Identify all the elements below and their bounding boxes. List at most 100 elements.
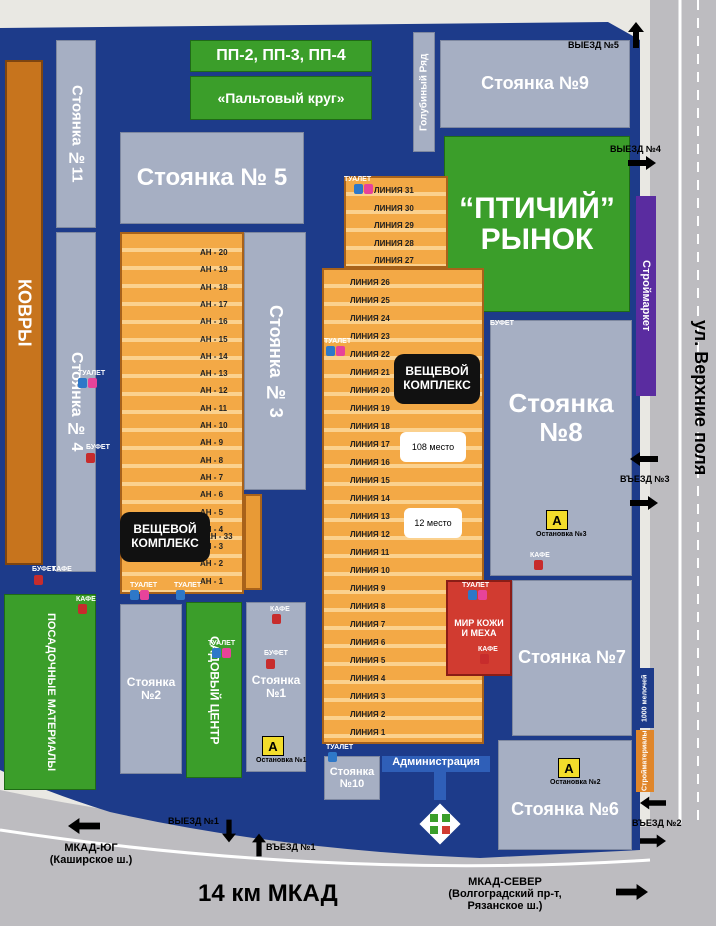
- toilet-icon[interactable]: [212, 648, 221, 658]
- toilet-label: ТУАЛЕТ: [78, 370, 106, 377]
- toilet-label: ТУАЛЕТ: [130, 582, 158, 589]
- arrow-down-icon: [222, 819, 236, 843]
- pp-block[interactable]: ПП-2, ПП-3, ПП-4: [190, 40, 372, 72]
- parking-8[interactable]: Стоянка №8: [490, 320, 632, 576]
- liniya-row-label: ЛИНИЯ 3: [350, 692, 386, 701]
- cafe-icon[interactable]: [534, 560, 543, 570]
- an-row-label: АН - 33: [205, 532, 233, 541]
- sadovy-centr[interactable]: САДОВЫЙ ЦЕНТР: [186, 602, 242, 778]
- parking-6[interactable]: Стоянка №6: [498, 740, 632, 850]
- toilet-icon[interactable]: [364, 184, 373, 194]
- golubiny-ryad[interactable]: Голубиный Ряд: [413, 32, 435, 152]
- marker-12[interactable]: 12 место: [404, 508, 462, 538]
- liniya-row-label: ЛИНИЯ 1: [350, 728, 386, 737]
- stroymarket[interactable]: Строймаркет: [636, 196, 656, 396]
- liniya-row-label: ЛИНИЯ 11: [350, 548, 390, 557]
- an-33-wing[interactable]: [244, 494, 262, 590]
- toilet-icon[interactable]: [326, 346, 335, 356]
- toilet-icon[interactable]: [88, 378, 97, 388]
- arrow-right-icon: [640, 834, 666, 848]
- toilet-label: ТУАЛЕТ: [208, 640, 236, 647]
- liniya-row-label: ЛИНИЯ 9: [350, 584, 386, 593]
- toilet-icon[interactable]: [222, 648, 231, 658]
- an-row-label: АН - 6: [200, 490, 224, 500]
- toilet-icon[interactable]: [478, 590, 487, 600]
- logo-icon: [416, 800, 464, 848]
- liniya-row-label: ЛИНИЯ 4: [350, 674, 386, 683]
- cafe-icon[interactable]: [272, 614, 281, 624]
- parking-2[interactable]: Стоянка №2: [120, 604, 182, 774]
- buffet-icon[interactable]: [86, 453, 95, 463]
- arrow-left-icon: [640, 796, 666, 810]
- toilet-icon[interactable]: [130, 590, 139, 600]
- toilet-icon[interactable]: [468, 590, 477, 600]
- cafe-label: КАФЕ: [270, 606, 290, 613]
- arrow-left-icon: [630, 452, 658, 466]
- sadovy-label: САДОВЫЙ ЦЕНТР: [207, 635, 222, 745]
- buffet-label: БУФЕТ: [86, 444, 110, 451]
- parking-4[interactable]: Стоянка № 4: [56, 232, 96, 572]
- road-mkad-sever: МКАД-СЕВЕР (Волгоградский пр-т, Рязанско…: [420, 876, 590, 912]
- road-verhnie-polya: ул. Верхние поля: [691, 320, 711, 476]
- cafe-label: КАФЕ: [52, 566, 72, 573]
- liniya-row-label: ЛИНИЯ 28: [374, 238, 414, 248]
- liniya-row-label: ЛИНИЯ 17: [350, 440, 390, 449]
- buffet-label: БУФЕТ: [490, 320, 514, 327]
- buffet-icon[interactable]: [266, 659, 275, 669]
- an-row-label: АН - 17: [200, 299, 228, 309]
- arrow-right-icon: [628, 156, 656, 170]
- stroymaterialy[interactable]: Стройматериалы: [636, 730, 654, 792]
- parking-9[interactable]: Стоянка №9: [440, 40, 630, 128]
- parking-7[interactable]: Стоянка №7: [512, 580, 632, 736]
- parking-10[interactable]: Стоянка №10: [324, 756, 380, 800]
- toilet-icon[interactable]: [176, 590, 185, 600]
- liniya-row-label: ЛИНИЯ 6: [350, 638, 386, 647]
- parking-11[interactable]: Стоянка №11: [56, 40, 96, 228]
- an-row-label: АН - 18: [200, 282, 228, 292]
- exit-1-label: ВЫЕЗД №1: [168, 816, 219, 826]
- posadochnye-label: ПОСАДОЧНЫЕ МАТЕРИАЛЫ: [44, 612, 57, 772]
- entry-3-label: ВЪЕЗД №3: [620, 474, 670, 484]
- liniya-row-label: ЛИНИЯ 21: [350, 368, 390, 377]
- an-row-label: АН - 19: [200, 265, 228, 275]
- admin-pointer: [434, 772, 446, 800]
- bus-stop-1[interactable]: А: [262, 736, 284, 756]
- buffet-icon[interactable]: [34, 575, 43, 585]
- an-row-label: АН - 4: [200, 524, 224, 534]
- administration[interactable]: Администрация: [382, 756, 490, 772]
- bus-stop-2-label: Остановка №2: [550, 779, 601, 786]
- toilet-icon[interactable]: [354, 184, 363, 194]
- exit-5-label: ВЫЕЗД №5: [568, 40, 619, 50]
- parking-3[interactable]: Стоянка № 3: [244, 232, 306, 490]
- kovry-block[interactable]: КОВРЫ: [5, 60, 43, 565]
- liniya-row-label: ЛИНИЯ 16: [350, 458, 390, 467]
- cafe-label: КАФЕ: [76, 596, 96, 603]
- marker-108[interactable]: 108 место: [400, 432, 466, 462]
- veshchevoy-kompleks-2: ВЕЩЕВОЙ КОМПЛЕКС: [394, 354, 480, 404]
- liniya-row-label: ЛИНИЯ 30: [374, 203, 414, 213]
- bus-stop-1-label: Остановка №1: [256, 757, 307, 764]
- road-mkad: 14 км МКАД: [198, 880, 338, 907]
- an-row-label: АН - 15: [200, 334, 228, 344]
- toilet-icon[interactable]: [336, 346, 345, 356]
- exit-4-label: ВЫЕЗД №4: [610, 144, 661, 154]
- liniya-row-label: ЛИНИЯ 15: [350, 476, 390, 485]
- liniya-row-label: ЛИНИЯ 7: [350, 620, 386, 629]
- toilet-icon[interactable]: [328, 752, 337, 762]
- parking-5[interactable]: Стоянка № 5: [120, 132, 304, 224]
- posadochnye-materialy[interactable]: ПОСАДОЧНЫЕ МАТЕРИАЛЫ: [4, 594, 96, 790]
- toilet-label: ТУАЛЕТ: [462, 582, 490, 589]
- paltovy-krug-block[interactable]: «Пальтовый круг»: [190, 76, 372, 120]
- cafe-icon[interactable]: [78, 604, 87, 614]
- liniya-row-label: ЛИНИЯ 27: [374, 256, 414, 265]
- toilet-icon[interactable]: [140, 590, 149, 600]
- bus-stop-2[interactable]: А: [558, 758, 580, 778]
- toilet-icon[interactable]: [78, 378, 87, 388]
- liniya-row-label: ЛИНИЯ 10: [350, 566, 390, 575]
- bus-stop-3[interactable]: А: [546, 510, 568, 530]
- kovry-label: КОВРЫ: [14, 278, 35, 347]
- entry-2-label: ВЪЕЗД №2: [632, 818, 682, 828]
- 1000-melochey[interactable]: 1000 мелочей: [636, 668, 654, 728]
- cafe-icon[interactable]: [480, 654, 489, 664]
- road-mkad-sever-title: МКАД-СЕВЕР: [468, 876, 542, 888]
